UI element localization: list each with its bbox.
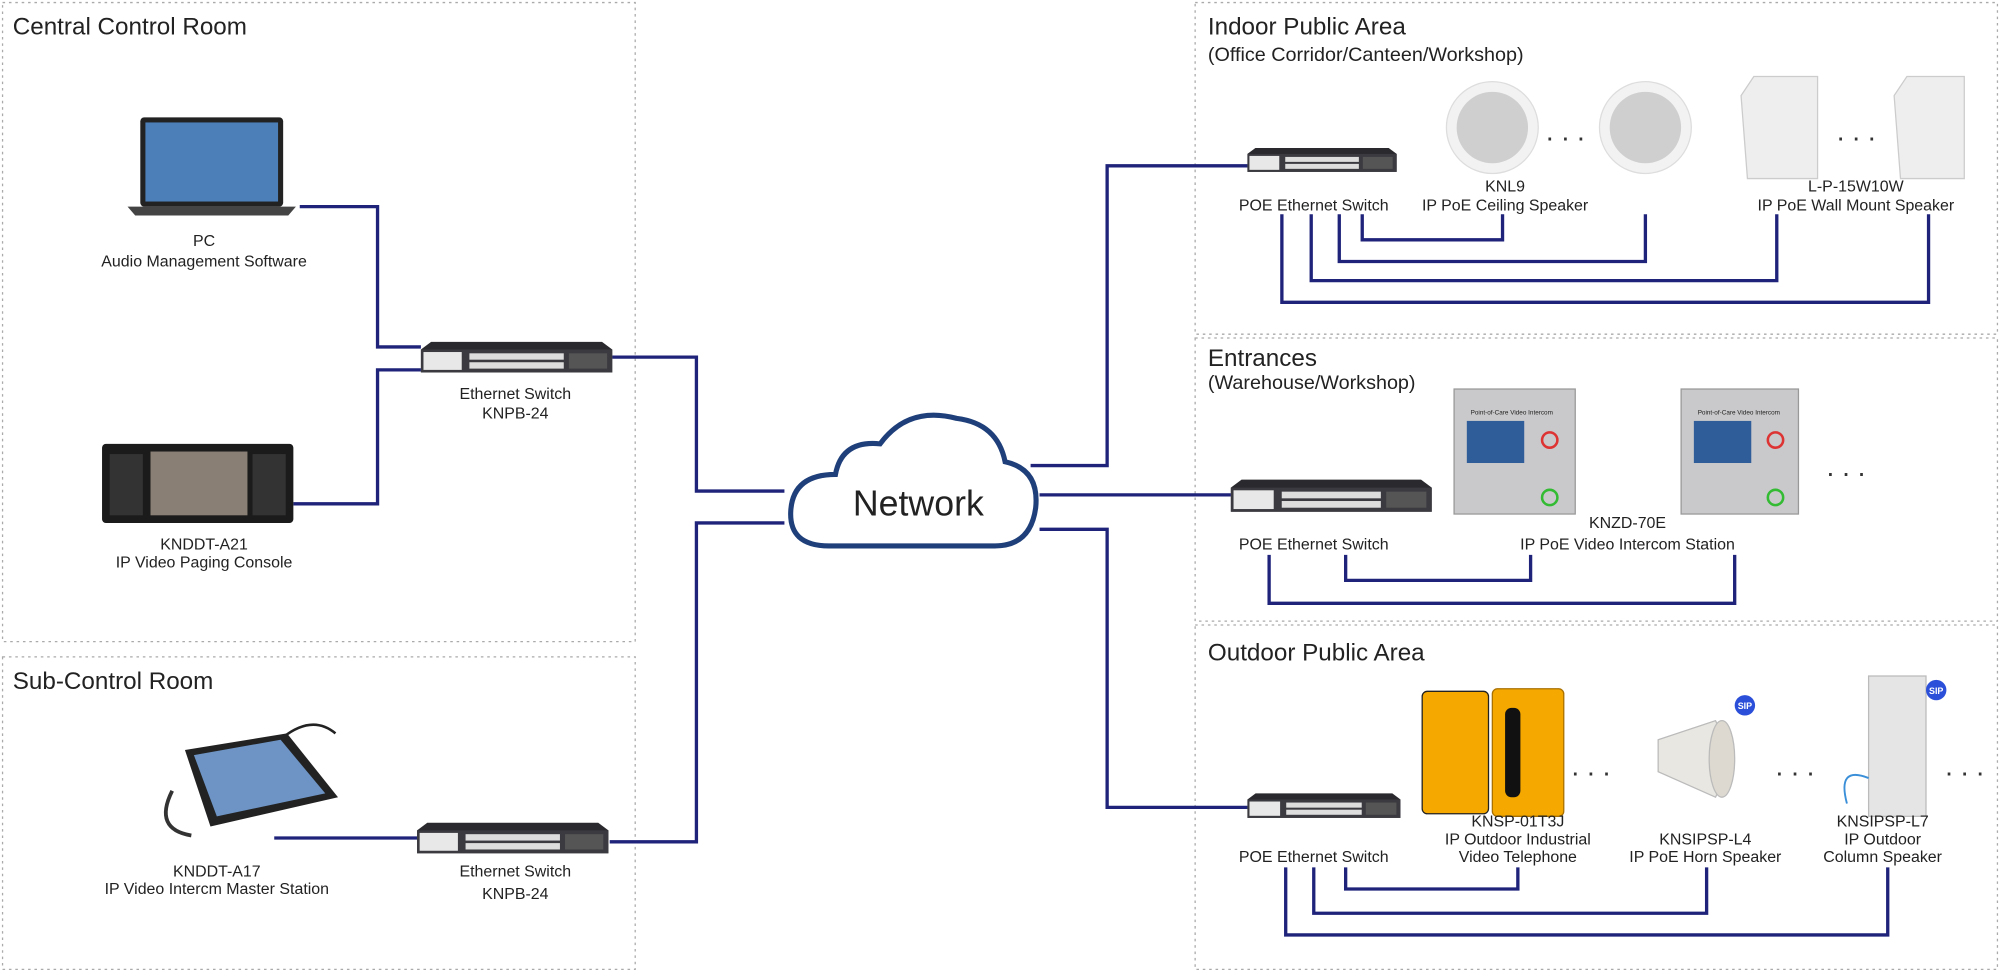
column-model: KNSIPSP-L7 — [1837, 814, 1929, 831]
ethernet-switch-icon — [417, 822, 609, 854]
ellipsis: . . . — [1945, 751, 1984, 782]
switch2-model: KNPB-24 — [482, 886, 549, 903]
ellipsis: . . . — [1837, 115, 1876, 146]
poe-switch-icon — [1247, 793, 1401, 818]
poe-switch-icon — [1230, 479, 1432, 512]
wall-speaker-icon — [1740, 75, 1965, 180]
sub-room-title: Sub-Control Room — [13, 668, 214, 695]
indoor-subtitle: (Office Corridor/Canteen/Workshop) — [1208, 44, 1524, 66]
sip-badge — [1926, 679, 1947, 701]
column-speaker-icon — [1843, 675, 1927, 817]
column-desc2: Column Speaker — [1823, 849, 1942, 866]
intercom-model: KNZD-70E — [1589, 515, 1666, 532]
ellipsis: . . . — [1571, 751, 1610, 782]
network-cloud-icon — [788, 412, 1039, 549]
wires — [274, 164, 1931, 937]
pc-laptop-icon — [127, 117, 296, 216]
entrances-subtitle: (Warehouse/Workshop) — [1208, 372, 1416, 394]
entrances-title: Entrances — [1208, 345, 1317, 372]
sub-room-box — [1, 656, 636, 971]
station-desc: IP Video Intercm Master Station — [105, 881, 329, 898]
console-desc: IP Video Paging Console — [116, 555, 293, 572]
phone-desc1: IP Outdoor Industrial — [1445, 831, 1591, 848]
entrance-switch-label: POE Ethernet Switch — [1239, 537, 1389, 554]
ellipsis: . . . — [1827, 451, 1866, 482]
master-station-icon — [163, 723, 339, 838]
wall-model: L-P-15W10W — [1808, 178, 1904, 195]
entrances-box — [1194, 337, 1999, 622]
ethernet-switch-icon — [420, 341, 613, 373]
industrial-telephone-icon — [1421, 688, 1565, 817]
central-room-title: Central Control Room — [13, 13, 247, 40]
station-model: KNDDT-A17 — [173, 863, 261, 880]
sip-badge — [1734, 695, 1756, 716]
indoor-title: Indoor Public Area — [1208, 13, 1406, 40]
intercom-panel-text: Point-of-Care Video Intercom — [1471, 410, 1553, 417]
wall-desc: IP PoE Wall Mount Speaker — [1758, 197, 1955, 214]
outdoor-switch-label: POE Ethernet Switch — [1239, 849, 1389, 866]
intercom-panel-text: Point-of-Care Video Intercom — [1698, 410, 1780, 417]
indoor-switch-label: POE Ethernet Switch — [1239, 197, 1389, 214]
phone-desc2: Video Telephone — [1459, 849, 1577, 866]
paging-console-icon — [102, 443, 294, 523]
ellipsis: . . . — [1775, 751, 1814, 782]
outdoor-title: Outdoor Public Area — [1208, 640, 1425, 667]
sip-badge-text: SIP — [1738, 701, 1752, 711]
horn-speaker-icon — [1657, 719, 1736, 799]
video-intercom-icon — [1453, 388, 1800, 515]
pc-label: PC — [193, 233, 215, 250]
pc-desc: Audio Management Software — [101, 254, 307, 271]
ceiling-model: KNL9 — [1485, 178, 1525, 195]
phone-model: KNSP-01T3J — [1471, 814, 1564, 831]
network-label: Network — [853, 483, 984, 523]
switch2-name: Ethernet Switch — [459, 863, 571, 880]
poe-switch-icon — [1247, 147, 1397, 172]
ellipsis: . . . — [1546, 115, 1585, 146]
sip-badge-text: SIP — [1929, 686, 1943, 696]
central-room-box — [1, 1, 636, 643]
ceiling-speaker-icon — [1445, 80, 1692, 175]
horn-model: KNSIPSP-L4 — [1659, 831, 1751, 848]
intercom-desc: IP PoE Video Intercom Station — [1520, 537, 1735, 554]
column-desc1: IP Outdoor — [1844, 831, 1921, 848]
console-model: KNDDT-A21 — [160, 537, 248, 554]
horn-desc: IP PoE Horn Speaker — [1629, 849, 1782, 866]
switch1-name: Ethernet Switch — [459, 386, 571, 403]
ceiling-desc: IP PoE Ceiling Speaker — [1422, 197, 1589, 214]
switch1-model: KNPB-24 — [482, 405, 549, 422]
